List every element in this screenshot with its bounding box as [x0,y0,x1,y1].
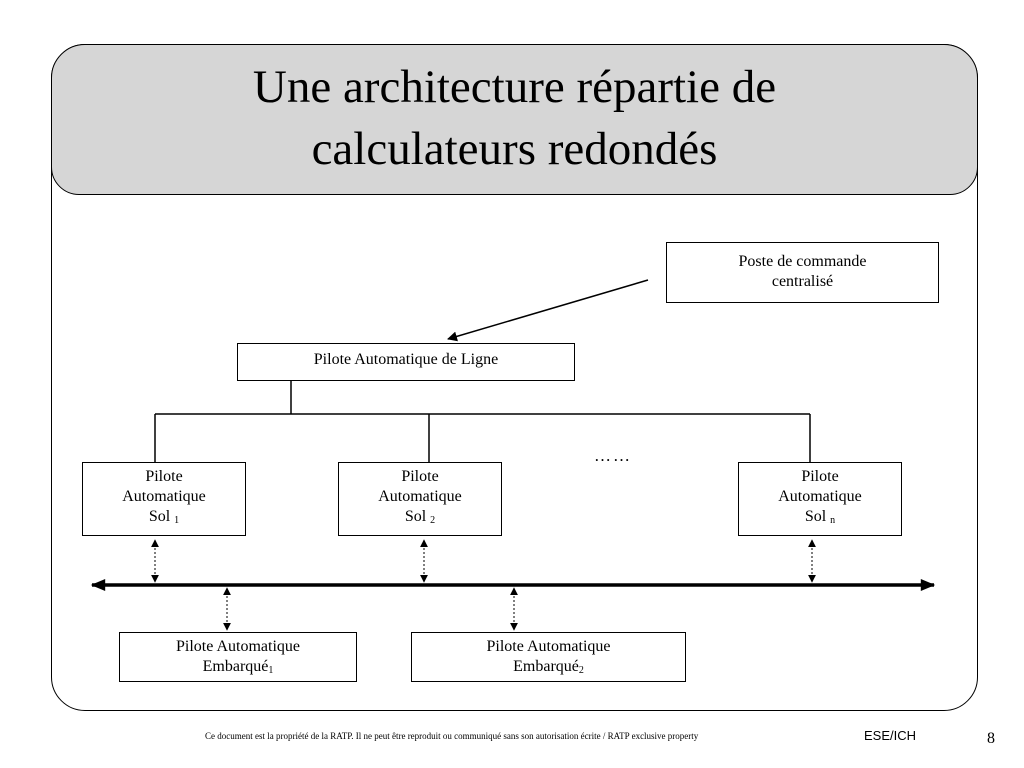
node-pae-1-line-1: Pilote Automatique [176,638,300,655]
node-pas-1-line-1: Pilote [145,468,183,485]
node-pilote-automatique-embarque-1: Pilote Automatique Embarqué1 [119,632,357,682]
node-pae-1-line-2: Embarqué1 [203,657,274,677]
node-pas-2-line-1: Pilote [401,468,439,485]
node-pas-1-sol: Sol [148,508,171,525]
slide-title: Une architecture répartie de calculateur… [253,56,776,180]
node-pas-2-line-2: Automatique [378,488,462,505]
node-pae-2-index: 2 [578,665,584,676]
node-pilote-automatique-sol-2: Pilote Automatique Sol 2 [338,462,502,536]
node-pas-1-index: 1 [174,515,180,526]
node-pae-1-embarque: Embarqué [202,658,269,675]
node-pas-2-sol: Sol [404,508,427,525]
footer-copyright-notice: Ce document est la propriété de la RATP.… [205,731,699,741]
node-pas-2-index: 2 [430,515,436,526]
node-pilote-automatique-ligne: Pilote Automatique de Ligne [237,343,575,381]
node-pae-2-line-2: Embarqué2 [513,657,584,677]
slide-title-line-2: calculateurs redondés [311,122,718,175]
node-pal-label: Pilote Automatique de Ligne [313,351,499,368]
node-pcc-line-2: centralisé [771,273,834,290]
page-number: 8 [987,730,995,747]
node-poste-de-commande-centralise: Poste de commande centralisé [666,242,939,303]
node-pas-n-index: n [830,515,836,526]
node-pcc-line-1: Poste de commande [738,253,867,270]
node-pae-2-line-1: Pilote Automatique [486,638,611,655]
slide-title-line-1: Une architecture répartie de [252,60,777,113]
node-pilote-automatique-embarque-2: Pilote Automatique Embarqué2 [411,632,686,682]
title-band: Une architecture répartie de calculateur… [51,44,978,195]
node-pas-2-line-3: Sol 2 [405,507,435,527]
node-pas-n-line-1: Pilote [801,468,839,485]
node-pas-n-line-3: Sol n [805,507,835,527]
ellipsis-more-nodes: …… [594,446,632,465]
footer-department-code: ESE/ICH [864,728,917,743]
node-pas-n-line-2: Automatique [778,488,862,505]
node-pae-1-index: 1 [268,665,274,676]
node-pas-1-line-2: Automatique [122,488,206,505]
node-pas-1-line-3: Sol 1 [149,507,179,527]
node-pas-n-sol: Sol [804,508,827,525]
node-pilote-automatique-sol-n: Pilote Automatique Sol n [738,462,902,536]
node-pae-2-embarque: Embarqué [513,658,579,675]
node-pilote-automatique-sol-1: Pilote Automatique Sol 1 [82,462,246,536]
